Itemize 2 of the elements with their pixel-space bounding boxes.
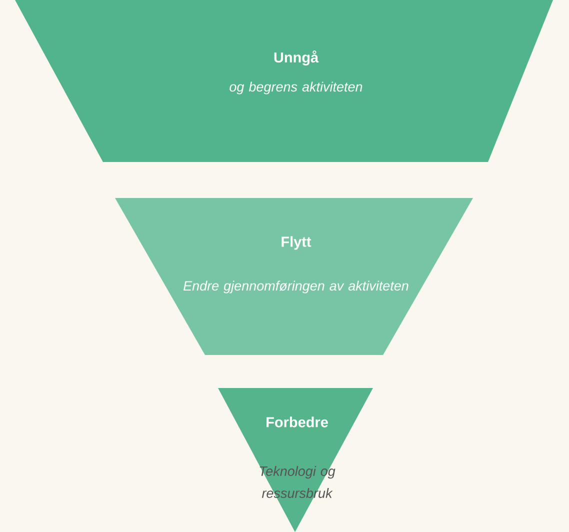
- funnel-band: Flytt Endre gjennomføringen av aktiviteten: [115, 198, 473, 355]
- funnel-band: Unngå og begrens aktiviteten: [15, 0, 553, 162]
